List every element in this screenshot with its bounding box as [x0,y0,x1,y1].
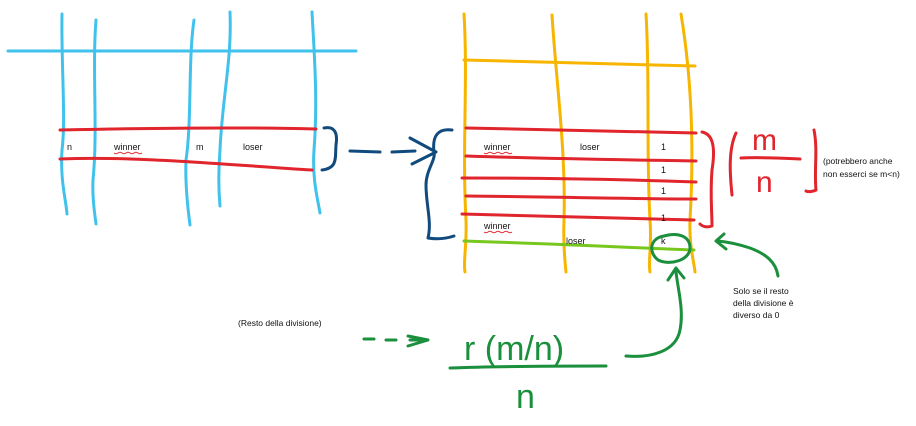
right-one-4: 1 [661,213,666,223]
left-grid-vline-4 [217,10,232,208]
right-grid-vline-3 [644,12,653,274]
right-one-1: 1 [661,142,666,152]
left-red-row [58,126,318,172]
right-grid [462,12,697,274]
left-label-m: m [196,142,204,152]
right-red-line-1 [464,126,698,135]
right-one-2: 1 [661,165,666,175]
left-winner-spellcheck [113,151,143,155]
remainder-formula: r (m/n) n [448,330,608,416]
right-red-line-3 [460,176,698,184]
note-bottom-line2: della divisione è [733,298,794,308]
right-last-loser: loser [566,236,586,246]
right-red-line-2 [464,154,698,163]
green-arrow-formula-head-icon [666,266,686,282]
right-grid-vline-1 [462,12,468,274]
left-grid [6,10,358,227]
left-grid-vline-2 [91,18,98,226]
red-brace-right [698,130,716,229]
right-red-line-5 [460,212,696,222]
arrow-dash-2 [390,149,417,154]
k-circle [650,233,692,264]
right-last-k: k [661,236,666,246]
right-one-3: 1 [661,186,666,196]
remainder-formula-top: r (m/n) [464,330,564,368]
right-row1-loser: loser [580,142,600,152]
note-bottom-line3: diverso da 0 [733,310,780,320]
blue-dashed-arrow [348,136,438,166]
left-grid-vline-1 [60,12,69,216]
green-arrow-note [714,232,780,278]
red-bracket-left [728,131,738,197]
left-label-loser: loser [243,142,263,152]
right-red-line-4 [464,194,698,201]
arrow-head-icon [408,136,438,166]
right-last-winner-spellcheck [483,230,513,234]
green-arrow-note-head-icon [714,232,728,251]
arrow-dash-1 [348,149,382,154]
note-right-line1: (potrebbero anche [823,156,893,166]
left-label-winner: winner [113,142,141,152]
left-red-line-top [58,126,318,132]
right-last-winner: winner [483,221,511,231]
fraction-top-m: m [752,124,777,157]
green-dashed-arrow [362,334,430,348]
note-bottom-line1: Solo se il resto [733,286,789,296]
left-label-n: n [67,142,72,152]
note-right-line2: non esserci se m<n) [823,169,900,179]
remainder-formula-bottom: n [516,378,535,416]
right-blue-brace [424,128,456,241]
red-fraction-group: m n [698,124,818,229]
right-grid-vline-2 [550,13,568,274]
right-row1-winner: winner [483,142,511,152]
left-blue-bracket [320,126,338,172]
fraction-bottom-n: n [756,166,773,199]
green-arrow-note-line [716,239,780,278]
fraction-bar-red [739,156,802,161]
left-grid-vline-5 [310,10,322,215]
right-grid-hline-top [462,58,697,68]
green-dashed-arrow-head-icon [406,334,430,348]
note-left: (Resto della divisione) [238,318,322,328]
right-lime-line [462,239,696,252]
green-arrow-formula [624,266,686,358]
right-red-rows [460,126,698,222]
green-arrow-formula-line [624,270,683,358]
right-grid-vline-4 [679,12,697,274]
red-bracket-right [804,128,818,194]
left-grid-vline-3 [184,18,196,227]
remainder-fraction-bar [448,364,608,370]
left-red-line-bottom [58,156,314,172]
right-winner-spellcheck [483,151,513,155]
left-grid-hline-top [6,48,358,53]
